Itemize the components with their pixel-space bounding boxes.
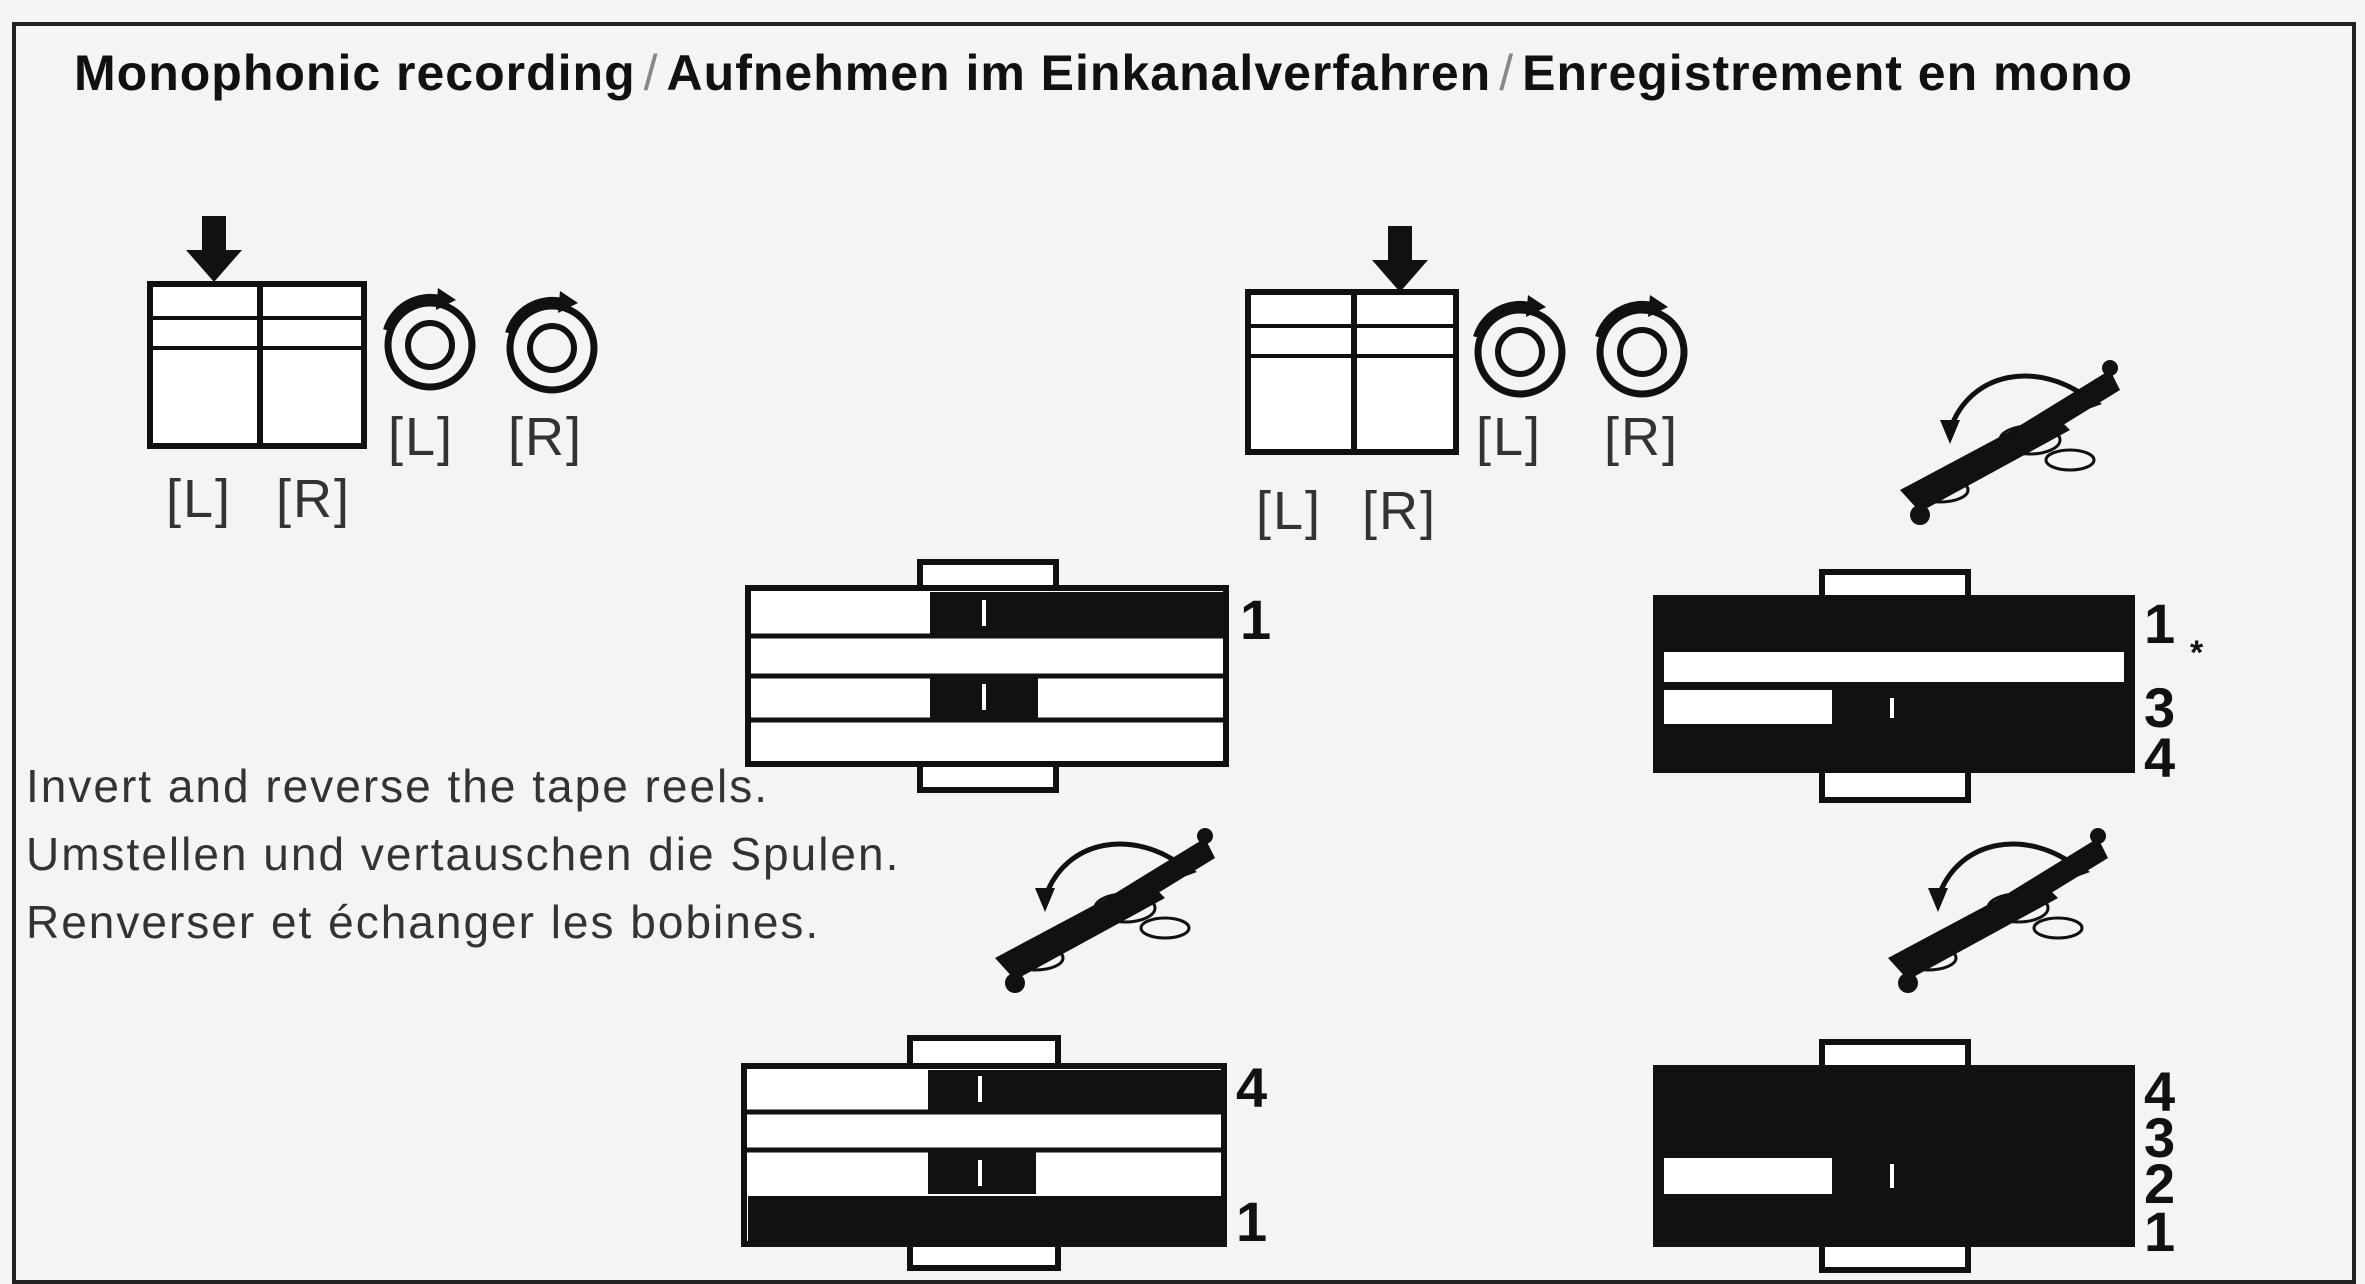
reel-label-right: [R] [1604, 407, 1680, 467]
track-number: 2 [2144, 1152, 2176, 1215]
head-label-left: [L] [1256, 481, 1323, 541]
flip-reels-icon [1900, 360, 2120, 525]
track-3-partial [1664, 690, 1832, 724]
track-number: 1 [2144, 1200, 2176, 1263]
down-arrow-icon [186, 216, 242, 282]
flip-reels-icon [1888, 828, 2108, 993]
head-panel-2 [1245, 226, 1688, 455]
head-panel-1 [147, 216, 598, 449]
track-2-blank [1664, 652, 2124, 682]
track-2-partial [1664, 1158, 1832, 1194]
track-number: 4 [1236, 1056, 1268, 1119]
head-block [1245, 289, 1459, 455]
title-separator: / [643, 45, 659, 101]
reel-rotation-icon [1595, 295, 1688, 398]
reel-rotation-icon [505, 291, 598, 394]
title-fr: Enregistrement en mono [1522, 45, 2134, 101]
track-number: 1 [1236, 1190, 1268, 1253]
tape-diagram-top-left [745, 559, 1229, 793]
head-block [147, 281, 367, 449]
head-label-right: [R] [276, 469, 352, 529]
reel-rotation-icon [383, 288, 476, 391]
track-4-recorded [928, 1070, 1222, 1112]
head-label-left: [L] [166, 469, 233, 529]
title-en: Monophonic recording [74, 45, 636, 101]
track-number: 4 [2144, 1060, 2176, 1123]
tape-diagram-bottom-left [741, 1035, 1227, 1271]
track-number: 1 [2144, 592, 2176, 655]
track-number: 1 [1240, 588, 1272, 651]
head-label-right: [R] [1362, 481, 1438, 541]
title-separator: / [1499, 45, 1515, 101]
asterisk-mark: * [2190, 634, 2204, 672]
page-frame [12, 22, 2356, 1284]
instruction-en: Invert and reverse the tape reels. [26, 760, 770, 812]
track-1-recorded [930, 592, 1224, 636]
flip-reels-icon [995, 828, 1215, 993]
down-arrow-icon [1372, 226, 1428, 292]
track-1-recorded [748, 1196, 1222, 1242]
tape-diagram-top-right [1653, 569, 2135, 803]
reel-label-left: [L] [388, 407, 455, 467]
reel-label-left: [L] [1476, 407, 1543, 467]
reel-label-right: [R] [508, 407, 584, 467]
instructions: Invert and reverse the tape reels. Umste… [26, 752, 900, 956]
reel-rotation-icon [1473, 295, 1566, 398]
track-number: 3 [2144, 676, 2176, 739]
track-number: 4 [2144, 726, 2176, 789]
instruction-fr: Renverser et échanger les bobines. [26, 896, 821, 948]
instruction-de: Umstellen und vertauschen die Spulen. [26, 828, 901, 880]
tape-diagram-bottom-right [1653, 1039, 2135, 1273]
track-number: 3 [2144, 1106, 2176, 1169]
title-de: Aufnehmen im Einkanalverfahren [666, 45, 1492, 101]
page-title: Monophonic recording/Aufnehmen im Einkan… [74, 44, 2133, 102]
